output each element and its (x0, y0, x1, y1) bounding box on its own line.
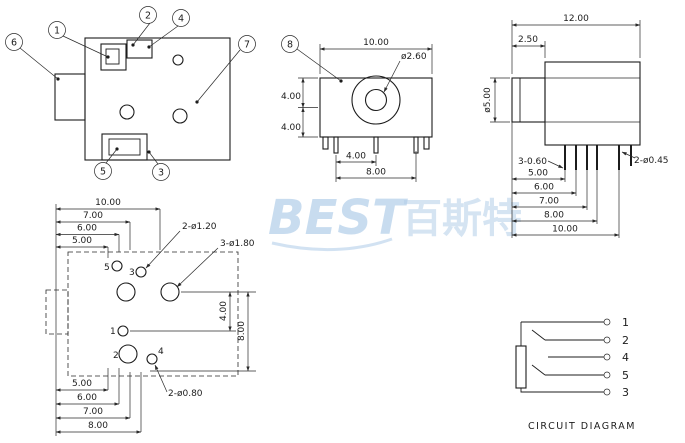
pcb-hole-mount-left (116, 282, 136, 302)
pcb-hole-4 (146, 353, 158, 365)
side-dim-pin-thickness: 3-0.60 (518, 157, 547, 167)
top-view-hole-2 (172, 108, 188, 124)
side-dim-pos-8: 8.00 (544, 211, 564, 221)
pcb-pad-2: 2 (113, 351, 119, 361)
callout-8: 8 (287, 40, 293, 51)
pcb-dim-top-6: 6.00 (77, 224, 97, 234)
pcb-dim-row-pitch: 4.00 (219, 301, 229, 321)
top-view-hole-3 (172, 54, 184, 66)
circuit-terminal-3 (603, 388, 611, 396)
circuit-terminal-2 (603, 336, 611, 344)
side-dim-pos-5: 5.00 (528, 169, 548, 179)
circuit-diagram: 1 2 4 5 3 CIRCUIT DIAGRAM (515, 316, 636, 432)
callout-3: 3 (158, 168, 164, 179)
watermark-cjk: 百斯特 (402, 196, 522, 242)
circuit-title: CIRCUIT DIAGRAM (528, 421, 636, 432)
front-dim-upper: 4.00 (281, 92, 301, 102)
front-view-body (319, 77, 433, 138)
pcb-label-1.20: 2-ø1.20 (182, 222, 217, 232)
circuit-pin-4: 4 (622, 351, 629, 364)
top-view-slot-a (100, 43, 127, 71)
pcb-pad-4: 4 (158, 347, 164, 357)
front-leg-right (423, 136, 430, 150)
callout-7: 7 (244, 40, 250, 51)
pcb-dim-top-10: 10.00 (95, 198, 121, 208)
top-view-hole-1 (119, 104, 135, 120)
circuit-pin-5: 5 (622, 369, 629, 382)
pcb-pad-3: 3 (129, 268, 135, 278)
side-view: 12.00 2.50 ø5.00 5.00 6.00 7.00 8.00 10.… (483, 14, 669, 238)
callout-5: 5 (100, 167, 106, 178)
side-dim-bushing: 2.50 (518, 35, 538, 45)
top-view-callouts: 2 4 1 6 7 5 3 (5, 6, 256, 181)
pcb-dim-row-span: 8.00 (237, 321, 247, 341)
callout-8-circle (281, 35, 299, 53)
front-leg-left (322, 136, 329, 150)
circuit-sleeve-symbol (515, 345, 527, 389)
circuit-terminal-5 (603, 371, 611, 379)
pcb-hole-mount-right (160, 282, 180, 302)
front-dim-bore: ø2.60 (401, 52, 427, 62)
side-view-body (544, 61, 641, 146)
front-dim-pitch: 4.00 (346, 152, 366, 162)
circuit-terminal-4 (603, 353, 611, 361)
top-view: 2 4 1 6 7 5 3 (5, 6, 256, 181)
front-dim-lower: 4.00 (281, 123, 301, 133)
pcb-outline (67, 251, 239, 377)
top-view-slot-c (101, 133, 148, 161)
front-view: 8 10.00 ø2.60 4.00 4.00 4.00 8.00 (281, 35, 433, 182)
side-dim-pos-6: 6.00 (534, 183, 554, 193)
pcb-label-0.80: 2-ø0.80 (168, 389, 203, 399)
callout-1: 1 (54, 26, 60, 37)
pcb-dim-bot-8: 8.00 (88, 421, 108, 431)
top-view-slot-a-inner (105, 48, 120, 65)
circuit-pin-3: 3 (622, 386, 629, 399)
front-pin-1 (333, 136, 339, 154)
pcb-hole-5 (111, 260, 123, 272)
front-view-barrel (351, 75, 401, 125)
pcb-dim-top-5: 5.00 (72, 236, 92, 246)
pcb-dim-bot-6: 6.00 (77, 393, 97, 403)
front-view-bore (364, 88, 388, 112)
side-dim-pos-10: 10.00 (552, 225, 578, 235)
top-view-slot-b (126, 39, 153, 59)
pcb-hole-1 (117, 325, 129, 337)
pcb-hole-3 (135, 266, 147, 278)
pcb-pad-5: 5 (104, 263, 110, 273)
callout-6: 6 (11, 38, 17, 49)
front-dim-width: 10.00 (363, 38, 389, 48)
pcb-hole-2 (118, 344, 138, 364)
watermark: BEST 百斯特 (268, 190, 522, 252)
top-view-ear (54, 73, 86, 121)
watermark-latin: BEST (268, 190, 408, 246)
callout-2: 2 (145, 11, 151, 22)
side-view-bushing (511, 77, 546, 123)
front-pin-2 (373, 136, 379, 154)
pcb-dim-top-7: 7.00 (83, 211, 103, 221)
pcb-pad-1: 1 (110, 327, 116, 337)
front-pin-3 (413, 136, 419, 154)
side-dim-pos-7: 7.00 (539, 197, 559, 207)
pcb-dim-bot-5: 5.00 (72, 379, 92, 389)
circuit-terminal-1 (603, 318, 611, 326)
watermark-swoosh (271, 237, 393, 252)
front-dim-span: 8.00 (366, 168, 386, 178)
side-dim-length: 12.00 (563, 14, 589, 24)
circuit-pin-2: 2 (622, 334, 629, 347)
pcb-view: 5 3 1 2 4 10.00 7.00 6.00 5.00 2-ø1.20 3… (45, 198, 256, 436)
circuit-pin-1: 1 (622, 316, 629, 329)
pcb-dim-bot-7: 7.00 (83, 407, 103, 417)
pcb-label-1.80: 3-ø1.80 (220, 239, 255, 249)
top-view-slot-c-inner (108, 138, 141, 156)
pcb-outline-ear (45, 289, 69, 335)
callout-4: 4 (178, 14, 184, 25)
side-dim-pin-dia: 2-ø0.45 (634, 156, 669, 166)
side-dim-dia: ø5.00 (483, 87, 493, 113)
